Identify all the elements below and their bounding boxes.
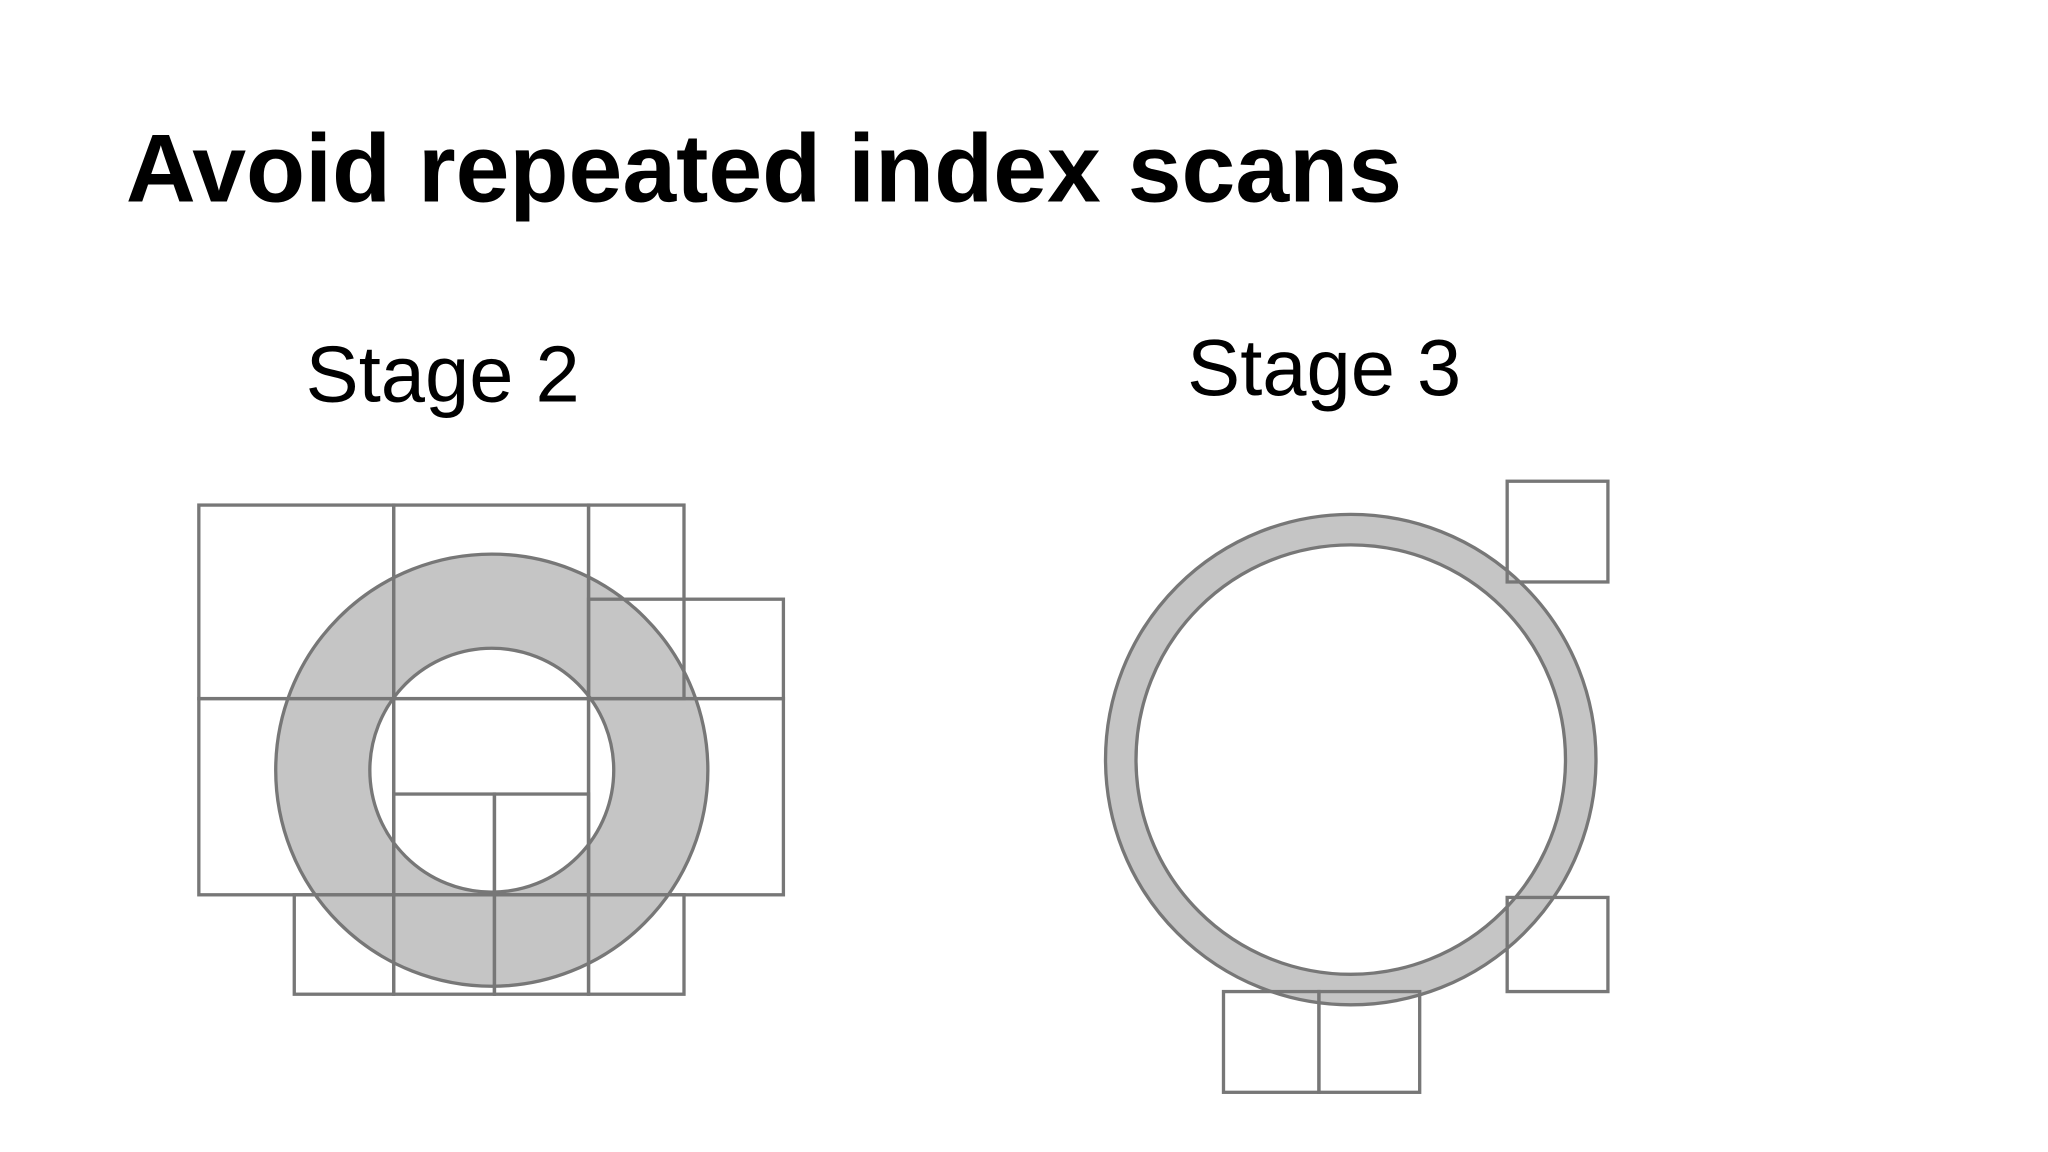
- index-cell: [392, 696, 591, 897]
- stage-3-diagram: [1103, 479, 1610, 1094]
- index-cell: [1505, 895, 1610, 994]
- slide-title: Avoid repeated index scans: [126, 114, 1402, 223]
- ring-outer-circle: [274, 552, 710, 988]
- ring-inner-circle: [1134, 543, 1568, 976]
- ring-fill: [1105, 514, 1596, 1005]
- stage-3-label: Stage 3: [1187, 323, 1461, 412]
- ring-outer-circle: [1103, 512, 1598, 1007]
- ring-fill: [275, 554, 708, 987]
- index-cell: [1505, 479, 1610, 584]
- index-cell: [586, 893, 686, 996]
- ring-inner-circle: [368, 646, 616, 894]
- index-cell: [1317, 989, 1422, 1094]
- index-cell: [1221, 989, 1321, 1094]
- stage-2-diagram: [197, 503, 786, 996]
- stage-2-label: Stage 2: [306, 330, 580, 419]
